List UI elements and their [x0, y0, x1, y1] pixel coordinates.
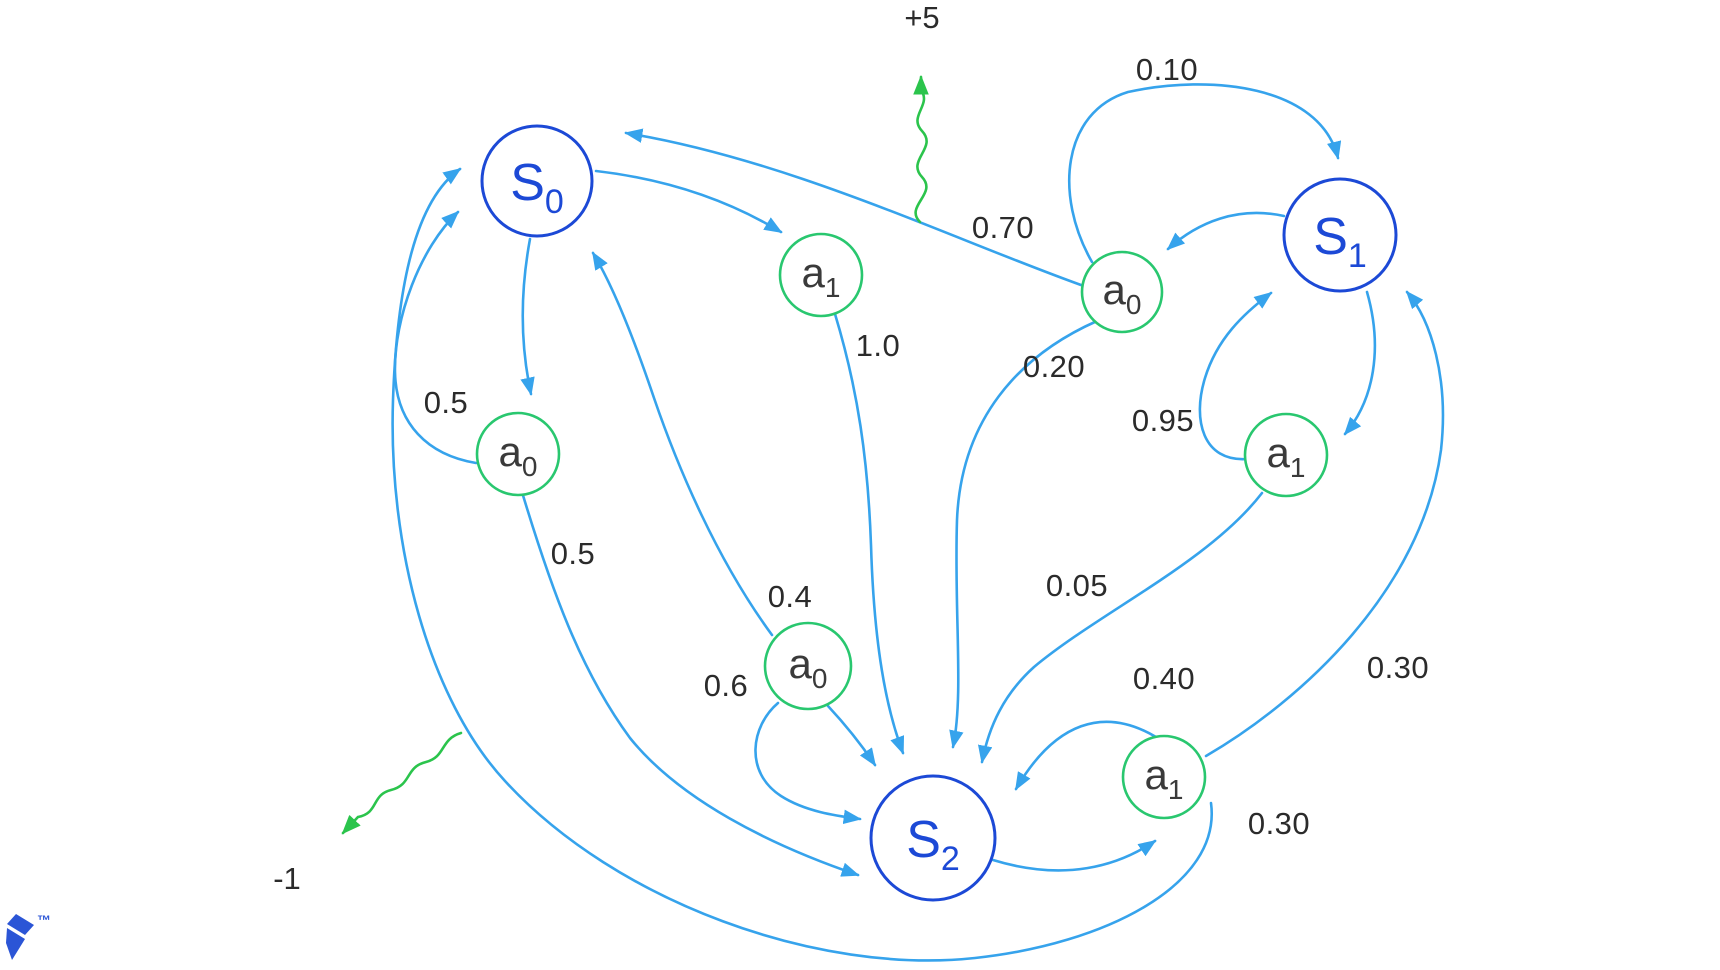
action-s2-a1-label: a1 — [1145, 751, 1184, 805]
state-s0-circle — [480, 124, 594, 238]
action-s1-a0-sub: 0 — [1126, 289, 1142, 320]
edge-s2a0-to-s2-p06 — [754, 701, 862, 825]
brand-watermark: ™ — [6, 912, 51, 960]
state-s2-base: S — [906, 811, 941, 869]
edge-s1a1-to-s2-p005 — [977, 491, 1264, 764]
edge-choice-s0-a0 — [520, 237, 535, 396]
edge-choice-s0-a1 — [594, 169, 783, 234]
probability-labels: 0.10 0.70 0.20 0.5 0.5 1.0 0.95 0.05 0.4… — [424, 52, 1429, 841]
edge-s0a1-to-s2-p10 — [833, 312, 905, 755]
state-s2-label: S2 — [906, 811, 960, 878]
state-s1-label: S1 — [1313, 208, 1367, 275]
action-s1-a1-sub: 1 — [1290, 452, 1306, 483]
action-nodes: a0 a1 a0 a1 a0 a1 — [475, 232, 1329, 820]
edge-s0a0-to-s2-p05 — [520, 490, 860, 877]
action-s1-a0-label: a0 — [1103, 266, 1142, 320]
edge-s1a0-to-s0-p070 — [624, 128, 1083, 287]
state-s2-circle — [869, 774, 997, 902]
edge-choice-s1-a1 — [1343, 290, 1377, 436]
state-nodes: S0 S1 S2 — [480, 124, 1398, 902]
action-s2-a1-base: a — [1145, 751, 1169, 798]
reward-plus5-squiggle-arrow — [913, 75, 929, 224]
state-s1-circle — [1282, 177, 1398, 293]
action-s0-a0-sub: 0 — [522, 451, 538, 482]
edge-s0a0-to-s0-p05 — [393, 210, 478, 465]
action-s0-a1-circle — [778, 232, 864, 318]
prob-s1a0-s2: 0.20 — [1023, 349, 1085, 384]
action-s2-a1-sub: 1 — [1168, 774, 1184, 805]
reward-minus1-label: -1 — [273, 861, 301, 896]
reward-plus5-label: +5 — [904, 0, 939, 35]
prob-s0a1-s2: 1.0 — [856, 328, 901, 363]
trademark-symbol: ™ — [37, 912, 51, 928]
action-s2-a0-label: a0 — [789, 640, 828, 694]
prob-s0a0-s0: 0.5 — [424, 385, 469, 420]
reward-minus1-squiggle-arrow — [341, 731, 463, 835]
state-s0-label: S0 — [510, 154, 564, 221]
reward-arrows: +5 -1 — [273, 0, 939, 896]
prob-s2a1-s2: 0.40 — [1133, 661, 1195, 696]
edge-s2a1-to-s1-p030 — [1204, 290, 1445, 758]
action-s0-a0-base: a — [499, 428, 523, 475]
prob-s2a1-s1: 0.30 — [1367, 650, 1429, 685]
state-s0-sub: 0 — [545, 183, 564, 221]
prob-s2a1-s0: 0.30 — [1248, 806, 1310, 841]
edge-choice-s2-a0 — [826, 704, 877, 767]
prob-s0a0-s2: 0.5 — [551, 536, 596, 571]
action-s1-a1-label: a1 — [1267, 429, 1306, 483]
action-s0-a1-sub: 1 — [825, 272, 841, 303]
prob-s1a0-s1: 0.10 — [1136, 52, 1198, 87]
prob-s2a0-s0: 0.4 — [768, 579, 813, 614]
action-s0-a1-base: a — [802, 249, 826, 296]
state-s0-base: S — [510, 154, 545, 212]
edge-choice-s1-a0 — [1166, 211, 1286, 251]
prob-s1a0-s0: 0.70 — [972, 210, 1034, 245]
prob-s1a1-s2: 0.05 — [1046, 568, 1108, 603]
edge-s1a1-to-s1-p095 — [1198, 291, 1273, 461]
edge-s2a1-to-s0-p030 — [391, 167, 1213, 962]
edge-choice-s2-a1 — [991, 839, 1157, 872]
action-s0-a0-circle — [475, 411, 561, 497]
prob-s1a1-s1: 0.95 — [1132, 403, 1194, 438]
prob-s2a0-s2: 0.6 — [704, 668, 749, 703]
action-s2-a0-sub: 0 — [812, 663, 828, 694]
action-s0-a0-label: a0 — [499, 428, 538, 482]
action-s1-a0-circle — [1080, 250, 1164, 334]
action-s2-a0-base: a — [789, 640, 813, 687]
action-s1-a0-base: a — [1103, 266, 1127, 313]
action-s1-a1-base: a — [1267, 429, 1291, 476]
transition-edges — [391, 83, 1445, 962]
action-s1-a1-circle — [1243, 412, 1329, 498]
edge-s2a0-to-s0-p04 — [591, 251, 774, 637]
state-s2-sub: 2 — [941, 840, 960, 878]
edge-s2a1-to-s2-p040 — [1014, 720, 1158, 791]
action-s0-a1-label: a1 — [802, 249, 841, 303]
action-s2-a0-circle — [763, 621, 853, 711]
action-s2-a1-circle — [1121, 734, 1207, 820]
edge-s1a0-to-s1-p010 — [1067, 83, 1342, 264]
state-s1-base: S — [1313, 208, 1348, 266]
toptal-logo-icon — [6, 914, 34, 960]
edge-s1a0-to-s2-p020 — [949, 319, 1099, 749]
state-s1-sub: 1 — [1348, 237, 1367, 275]
